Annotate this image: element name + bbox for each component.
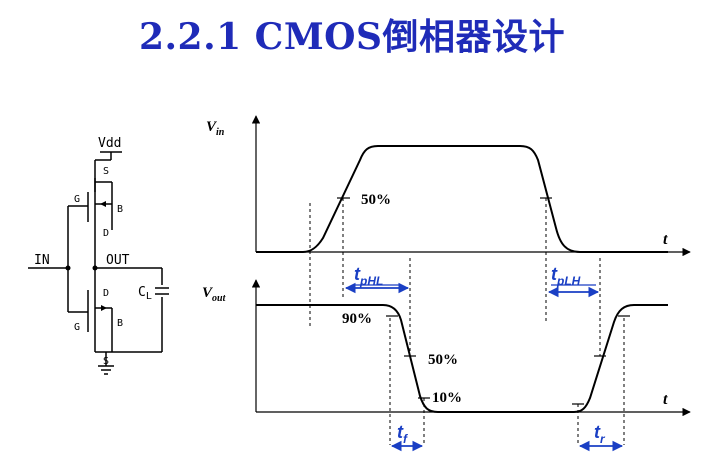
cap-label: CL [138, 285, 152, 302]
vout-50-label: 50% [428, 352, 458, 368]
vin-waveform [256, 145, 668, 253]
tr-label: tr [594, 422, 606, 446]
out-label: OUT [106, 253, 130, 268]
page-title: 2.2.1 CMOS倒相器设计 [138, 16, 566, 58]
vdd-label: Vdd [98, 136, 121, 151]
nmos-source-label: S [103, 356, 109, 367]
nmos-drain-label: D [103, 288, 109, 299]
vin-50-label: 50% [361, 192, 391, 208]
pmos-body-label: B [117, 204, 123, 215]
tf-label: tf [397, 422, 408, 446]
in-label: IN [34, 253, 50, 268]
pmos-drain-label: D [103, 228, 109, 239]
pmos-gate-label: G [74, 194, 80, 205]
nmos-gate-label: G [74, 322, 80, 333]
inverter-schematic [28, 151, 169, 375]
t-axis-bottom-label: t [663, 391, 668, 408]
vin-axes [251, 115, 691, 257]
t-axis-top-label: t [663, 231, 668, 248]
nmos-arrow-icon [101, 305, 107, 311]
vout-waveform [256, 304, 668, 413]
vout-axes [251, 279, 691, 417]
vout-90-label: 90% [342, 311, 372, 327]
timing-arrows [344, 282, 624, 452]
guide-lines [309, 198, 625, 445]
pmos-source-label: S [103, 166, 109, 177]
pmos-arrow-icon [100, 201, 106, 207]
vout-label: Vout [202, 285, 227, 304]
vout-10-label: 10% [432, 390, 462, 406]
nmos-body-label: B [117, 318, 123, 329]
vin-label: Vin [206, 119, 225, 138]
